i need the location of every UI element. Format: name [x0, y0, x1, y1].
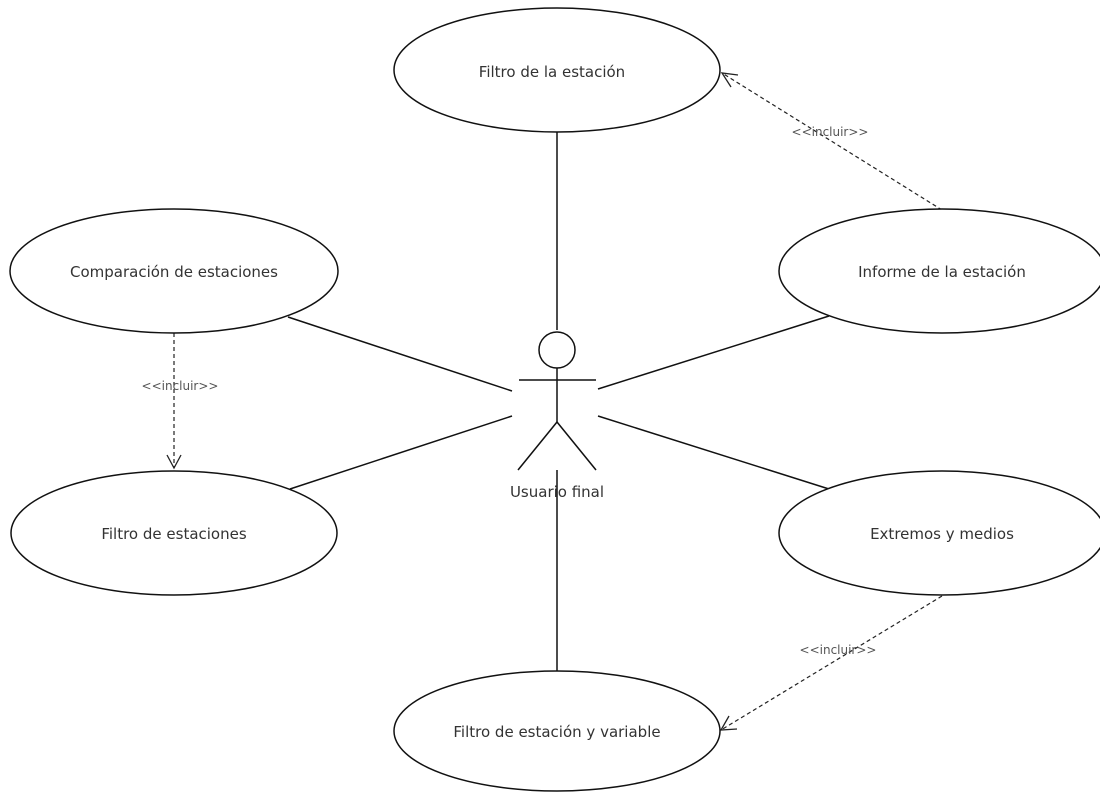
include-arrowhead-informe	[720, 72, 739, 88]
use-case-label: Extremos y medios	[870, 525, 1014, 543]
association-extremos	[597, 415, 830, 490]
include-line-extremos	[720, 595, 943, 731]
use-case-shape	[9, 208, 339, 334]
actor-left-leg	[517, 421, 558, 471]
use-case-label: Filtro de estaciones	[101, 525, 246, 543]
use-case-label: Filtro de la estación	[479, 63, 625, 81]
use-case-shape	[393, 670, 721, 792]
association-filtro-estaciones	[289, 415, 513, 490]
use-case-filtro-variable: Filtro de estación y variable	[393, 670, 721, 792]
include-label-extremos: <<incluir>>	[800, 643, 877, 657]
actor-head	[538, 331, 576, 369]
use-case-shape	[778, 470, 1100, 596]
actor-label: Usuario final	[510, 483, 604, 501]
include-label-informe: <<incluir>>	[792, 125, 869, 139]
association-informe	[597, 315, 830, 390]
use-case-shape	[778, 208, 1100, 334]
include-label-comparacion: <<incluir>>	[142, 379, 219, 393]
include-line-informe	[721, 72, 943, 211]
include-arrowhead-comparacion	[166, 454, 182, 470]
use-case-informe: Informe de la estación	[778, 208, 1100, 334]
include-arrowhead-extremos	[719, 715, 738, 731]
actor-right-leg	[556, 421, 597, 471]
use-case-label: Comparación de estaciones	[70, 263, 278, 281]
use-case-filtro-estaciones: Filtro de estaciones	[10, 470, 338, 596]
use-case-shape	[10, 470, 338, 596]
actor-usuario-final: Usuario final	[510, 331, 604, 501]
use-case-filtro-estacion: Filtro de la estación	[393, 7, 721, 133]
association-comparacion	[287, 316, 513, 392]
use-case-comparacion: Comparación de estaciones	[9, 208, 339, 334]
use-case-label: Filtro de estación y variable	[453, 723, 660, 741]
use-case-extremos: Extremos y medios	[778, 470, 1100, 596]
use-case-label: Informe de la estación	[858, 263, 1026, 281]
use-case-shape	[393, 7, 721, 133]
